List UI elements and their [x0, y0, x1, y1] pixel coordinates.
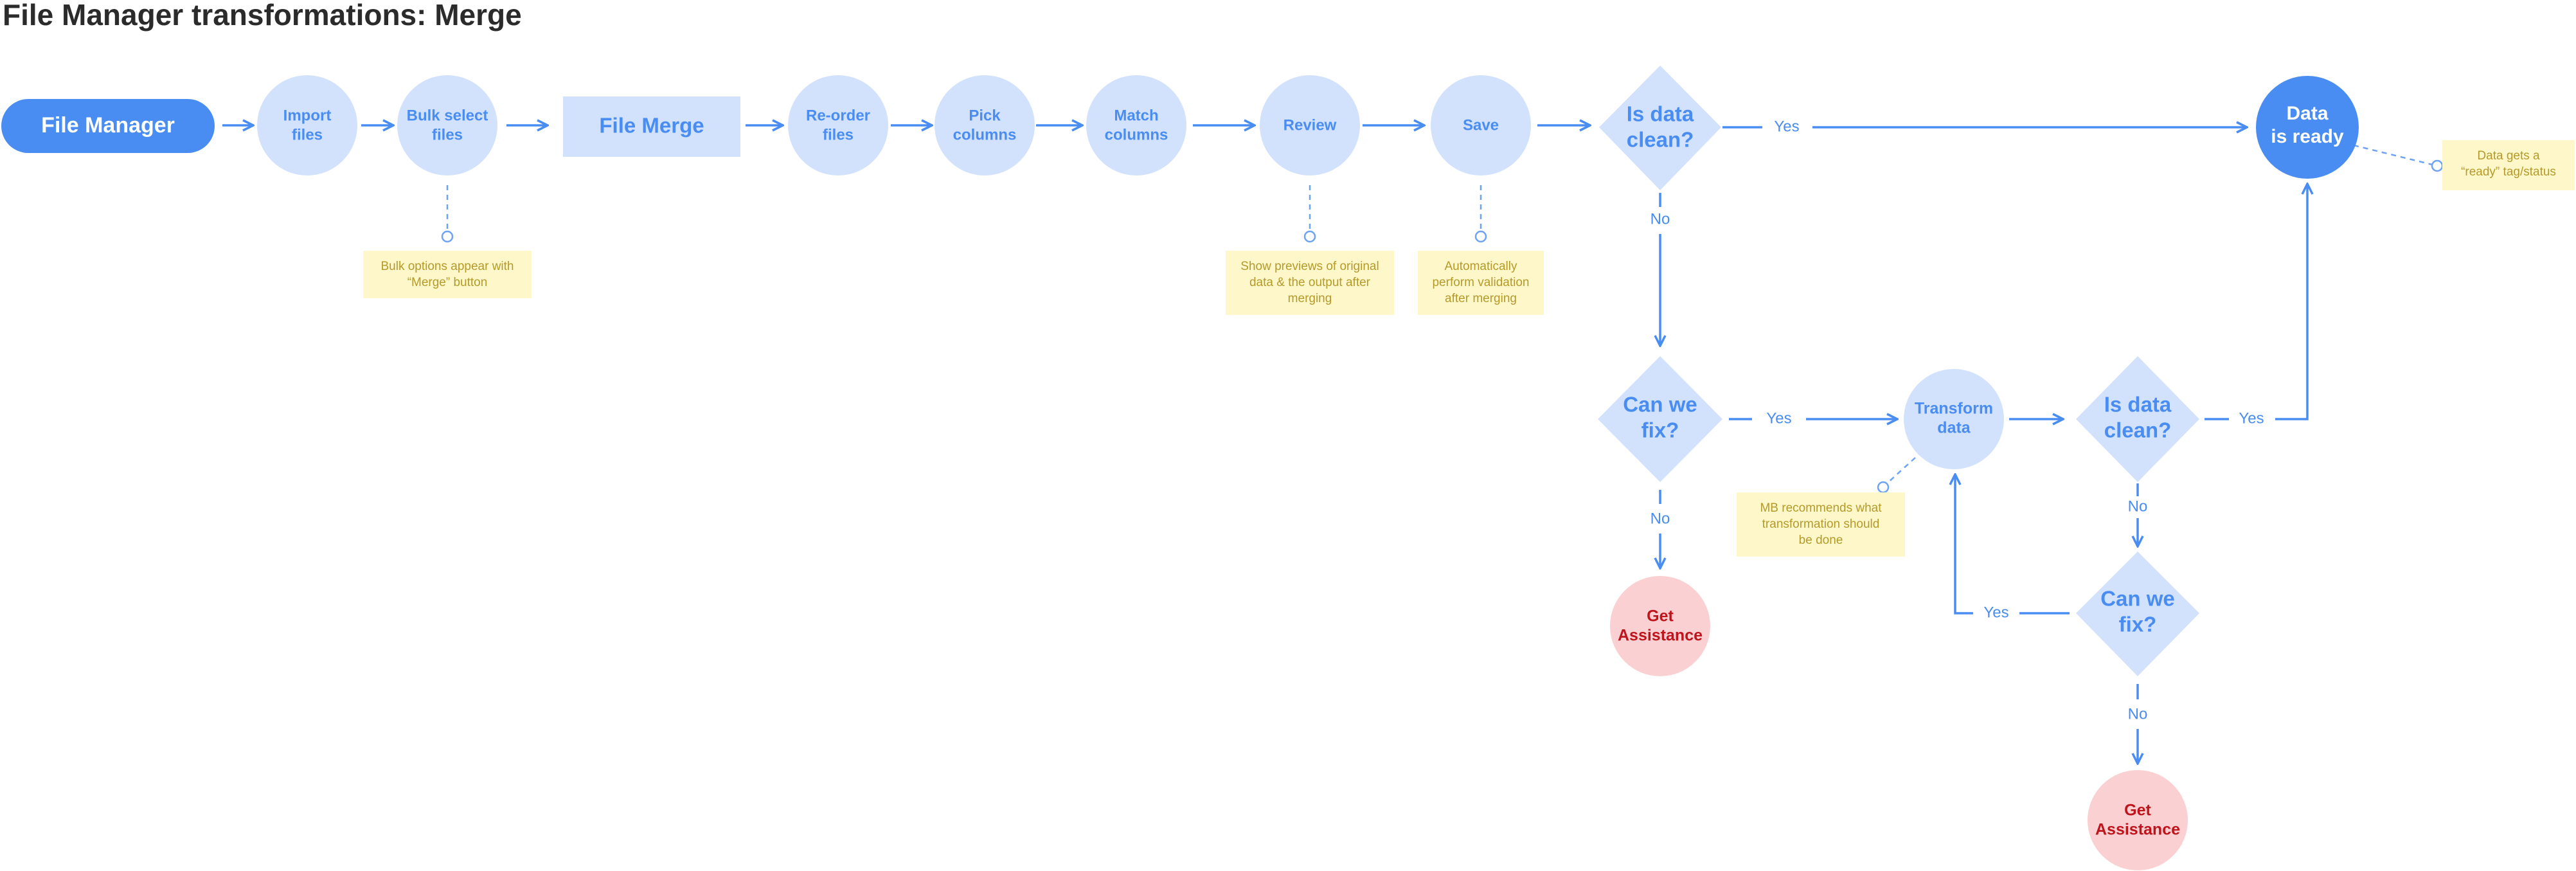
- node-is-clean-1-line1: Is data: [1627, 102, 1694, 126]
- note-review-line2: data & the output after: [1249, 276, 1371, 289]
- edge-clean2-yes-b: [2275, 184, 2307, 420]
- note-save-line2: perform validation: [1432, 276, 1529, 289]
- note-transform-recommend: MB recommends what transformation should…: [1737, 492, 1905, 557]
- note-transform-line1: MB recommends what: [1760, 501, 1882, 515]
- node-bulk-select-files: Bulk select files: [397, 75, 497, 175]
- node-is-clean-1-line2: clean?: [1627, 128, 1694, 152]
- connector-ready: [2353, 144, 2433, 166]
- notes: Bulk options appear with “Merge” button …: [363, 140, 2575, 557]
- note-save-line3: after merging: [1445, 292, 1517, 305]
- node-can-fix-2-line2: fix?: [2119, 613, 2157, 636]
- note-transform-line3: be done: [1799, 534, 1843, 547]
- node-import-files-line1: Import: [283, 107, 332, 124]
- note-save-validation: Automatically perform validation after m…: [1418, 251, 1544, 315]
- node-review-label: Review: [1284, 116, 1337, 134]
- node-assist-2-line1: Get: [2124, 802, 2151, 820]
- edge-labels: Yes No Yes No Yes No Yes No: [1650, 118, 2264, 723]
- node-transform-line1: Transform: [1915, 400, 1993, 418]
- node-get-assistance-1: Get Assistance: [1610, 576, 1710, 676]
- node-pick-columns-line2: columns: [953, 126, 1017, 143]
- edge-label-clean1-yes: Yes: [1774, 118, 1799, 135]
- note-ready-status: Data gets a “ready” tag/status: [2442, 140, 2575, 190]
- node-save-label: Save: [1463, 116, 1499, 134]
- node-data-ready-line1: Data: [2286, 103, 2328, 124]
- node-assist-1-line2: Assistance: [1618, 627, 1703, 645]
- node-review: Review: [1260, 75, 1360, 175]
- edge-label-clean2-no: No: [2128, 498, 2148, 515]
- note-bulk-line1: Bulk options appear with: [380, 260, 514, 273]
- node-save: Save: [1431, 75, 1531, 175]
- node-pick-columns: Pick columns: [935, 75, 1035, 175]
- node-transform-line2: data: [1937, 419, 1971, 437]
- node-can-fix-2-line1: Can we: [2100, 587, 2175, 611]
- node-assist-1-line1: Get: [1647, 607, 1674, 625]
- node-is-data-clean-2: Is data clean?: [2076, 356, 2199, 482]
- note-ready-line1: Data gets a: [2477, 149, 2540, 163]
- connector-dot-bulk: [441, 230, 454, 243]
- edge-label-fix1-no: No: [1650, 510, 1670, 527]
- note-bulk-options: Bulk options appear with “Merge” button: [363, 251, 532, 298]
- note-save-line1: Automatically: [1445, 260, 1517, 273]
- note-transform-line2: transformation should: [1762, 517, 1880, 531]
- note-review-line1: Show previews of original: [1240, 260, 1379, 273]
- node-is-data-clean-1: Is data clean?: [1599, 66, 1721, 190]
- node-match-columns: Match columns: [1086, 75, 1186, 175]
- node-reorder-line1: Re-order: [806, 107, 870, 124]
- node-is-clean-2-line2: clean?: [2104, 418, 2172, 442]
- connector-dot-transform: [1877, 481, 1890, 494]
- node-match-columns-line1: Match: [1114, 107, 1158, 124]
- node-data-ready-line2: is ready: [2271, 126, 2344, 147]
- edge-label-clean1-no: No: [1650, 210, 1670, 228]
- node-bulk-select-line1: Bulk select: [407, 107, 488, 124]
- edge-label-clean2-yes: Yes: [2239, 409, 2264, 427]
- node-can-we-fix-1: Can we fix?: [1598, 356, 1722, 482]
- note-review-line3: merging: [1288, 292, 1332, 305]
- connector-dot-save: [1474, 230, 1487, 243]
- node-file-manager-label: File Manager: [41, 113, 175, 138]
- node-assist-2-line2: Assistance: [2095, 821, 2180, 839]
- node-can-fix-1-line1: Can we: [1623, 393, 1697, 417]
- node-can-we-fix-2: Can we fix?: [2076, 552, 2199, 676]
- node-file-merge: File Merge: [563, 96, 740, 157]
- connector-transform: [1886, 457, 1916, 484]
- connector-dot-review: [1303, 230, 1316, 243]
- node-file-merge-label: File Merge: [599, 114, 704, 138]
- connector-dot-ready: [2431, 159, 2444, 172]
- node-transform-data: Transform data: [1904, 369, 2004, 469]
- note-connectors: [441, 144, 2444, 494]
- note-bulk-line2: “Merge” button: [407, 276, 488, 289]
- edge-label-fix2-no: No: [2128, 705, 2148, 723]
- node-pick-columns-line1: Pick: [969, 107, 1001, 124]
- page-title: File Manager transformations: Merge: [3, 0, 522, 31]
- edge-label-fix2-yes: Yes: [1983, 604, 2008, 621]
- node-data-is-ready: Data is ready: [2256, 76, 2359, 179]
- edge-label-fix1-yes: Yes: [1766, 409, 1791, 427]
- node-bulk-select-line2: files: [432, 126, 463, 143]
- note-ready-line2: “ready” tag/status: [2461, 165, 2556, 179]
- node-reorder-files: Re-order files: [788, 75, 888, 175]
- edges: [222, 125, 2307, 764]
- node-file-manager: File Manager: [1, 99, 215, 153]
- nodes: File Manager Import files Bulk select fi…: [1, 66, 2359, 870]
- node-import-files: Import files: [257, 75, 357, 175]
- node-import-files-line2: files: [292, 126, 323, 143]
- node-can-fix-1-line2: fix?: [1641, 418, 1679, 442]
- note-review-previews: Show previews of original data & the out…: [1226, 251, 1394, 315]
- node-get-assistance-2: Get Assistance: [2088, 770, 2188, 870]
- node-match-columns-line2: columns: [1105, 126, 1168, 143]
- edge-fix2-yes-b: [1955, 474, 1973, 615]
- node-reorder-line2: files: [823, 126, 854, 143]
- node-is-clean-2-line1: Is data: [2104, 393, 2172, 417]
